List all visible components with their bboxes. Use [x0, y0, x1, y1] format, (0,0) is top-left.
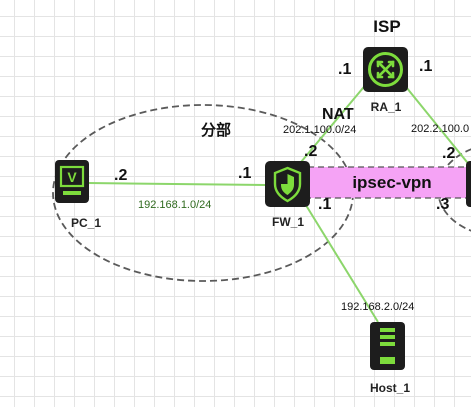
branch-group-label: 分部	[201, 121, 231, 139]
nat-label: NAT	[322, 106, 354, 123]
network-label-fw-host: 192.168.2.0/24	[341, 301, 414, 313]
vpn-tunnel[interactable]	[307, 166, 471, 199]
fw-port-label-bottom: .1	[318, 196, 331, 213]
fw-port-label-left: .1	[238, 165, 251, 182]
host-node[interactable]	[370, 322, 405, 370]
link-fw-isp[interactable]	[295, 81, 369, 169]
vpn-label: ipsec-vpn	[352, 173, 431, 192]
firewall-node[interactable]	[265, 161, 310, 207]
pc-label: PC_1	[71, 216, 101, 230]
firewall-label: FW_1	[272, 215, 304, 229]
svg-text:V: V	[67, 169, 77, 185]
isp-title: ISP	[373, 17, 400, 36]
link-pc-fw[interactable]	[87, 182, 267, 186]
network-label-fw-isp: 202.1.100.0/24	[283, 124, 356, 136]
link-isp-right[interactable]	[401, 81, 471, 168]
network-label-pc-fw: 192.168.1.0/24	[138, 199, 211, 211]
network-label-isp-right: 202.2.100.0	[411, 123, 469, 135]
right-port-label-bottom: .3	[436, 196, 449, 213]
isp-router[interactable]	[363, 47, 408, 92]
isp-port-label-left: .1	[338, 61, 351, 78]
pc-port-label: .2	[114, 167, 127, 184]
right-port-label-top: .2	[442, 145, 455, 162]
link-fw-host[interactable]	[303, 201, 379, 323]
fw-port-label-top: .2	[304, 143, 317, 160]
right-device-partial[interactable]	[466, 161, 471, 207]
isp-port-label-right: .1	[419, 58, 432, 75]
pc-node[interactable]: V	[55, 160, 89, 203]
isp-router-label: RA_1	[371, 100, 402, 114]
host-label: Host_1	[370, 381, 410, 395]
